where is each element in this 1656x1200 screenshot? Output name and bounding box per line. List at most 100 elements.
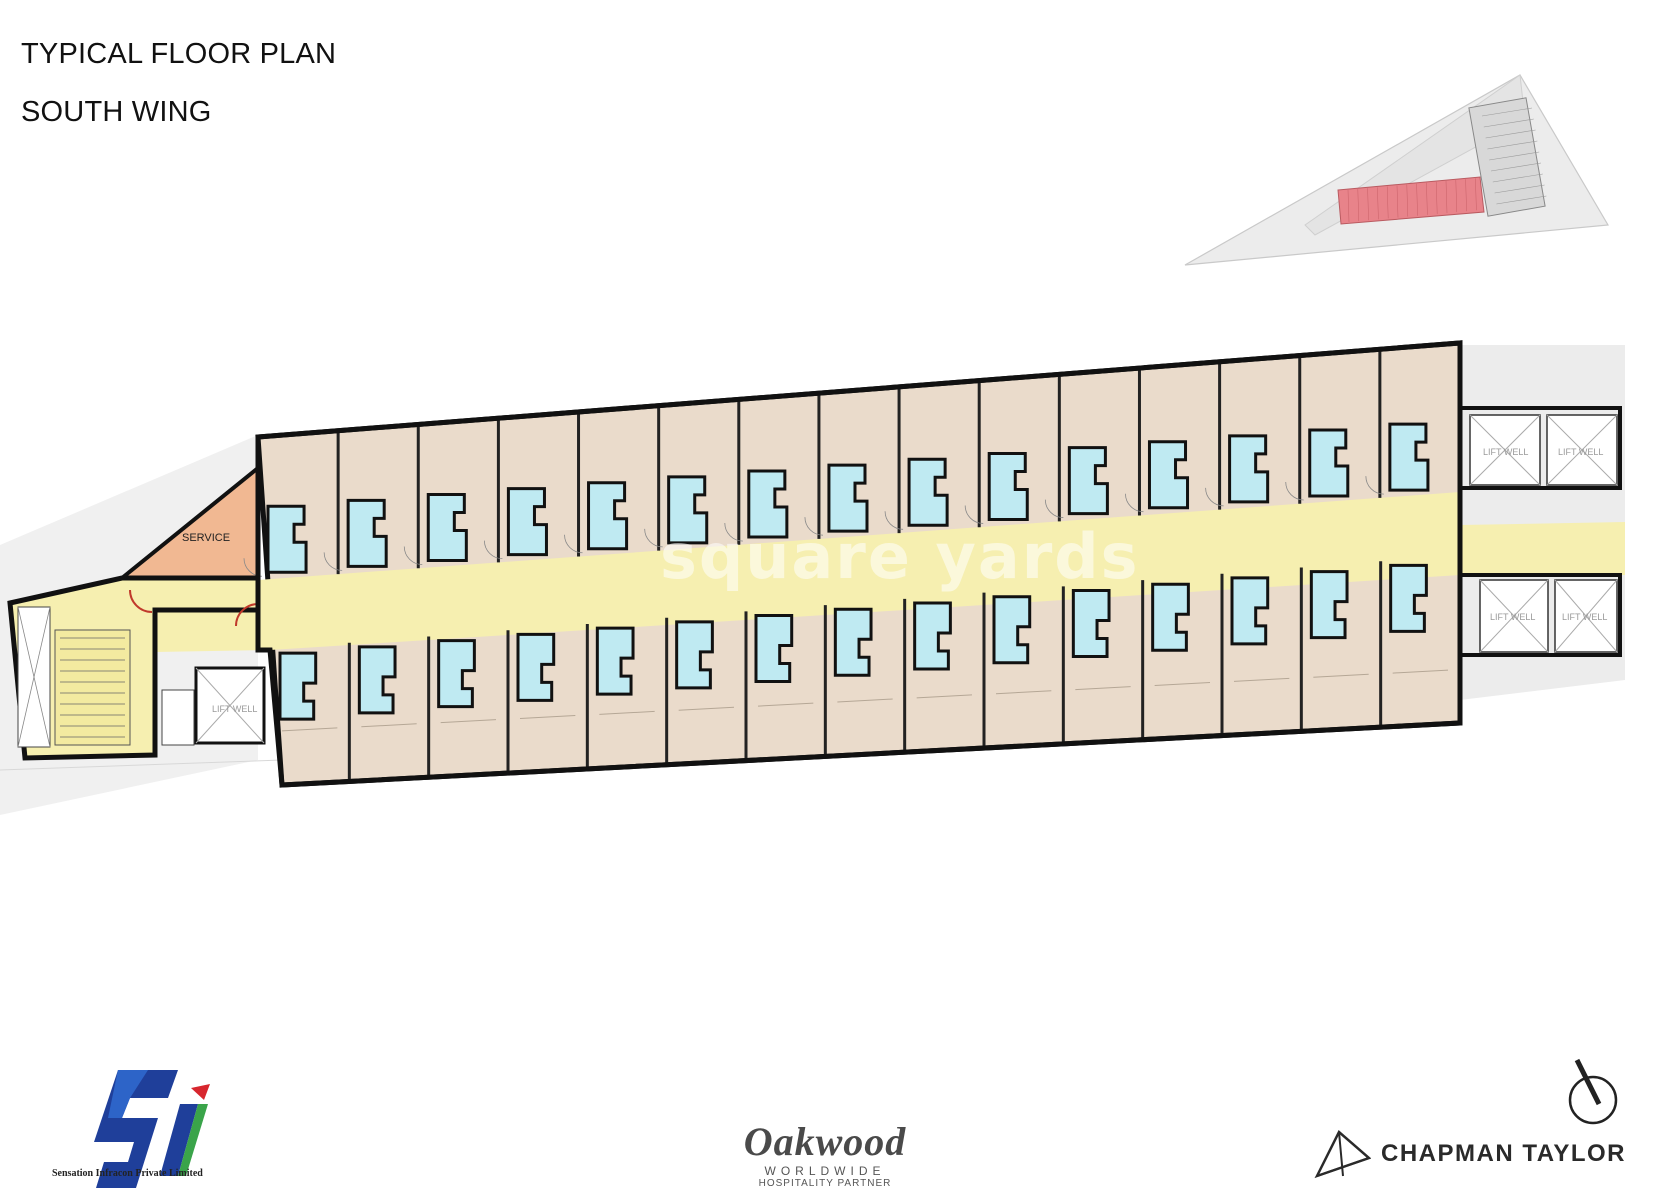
- key-plan-unit-line: [1485, 129, 1536, 139]
- door-arc-top-2: [323, 552, 343, 571]
- door-arc-top-9: [884, 511, 904, 530]
- developer-caption: Sensation Infracon Private Limited: [52, 1168, 203, 1179]
- bath-top-10: [987, 451, 1029, 521]
- partner-name: Oakwood: [743, 1119, 907, 1164]
- key-plan-unit-line: [1465, 179, 1467, 212]
- lift-label-east-1: LIFT WELL: [1483, 447, 1528, 457]
- door-arc-top-8: [804, 517, 823, 536]
- corridor-main: [258, 492, 1460, 650]
- bath-bottom-3: [437, 639, 476, 709]
- door-swing-2: [235, 603, 259, 627]
- chapman-taylor-logo-icon: [1314, 1130, 1371, 1179]
- window-line-4: [519, 715, 576, 720]
- bath-top-14: [1308, 428, 1350, 498]
- door-arc-top-15: [1365, 476, 1384, 495]
- key-plan-unit-line: [1489, 151, 1540, 161]
- bath-bottom-11: [1071, 588, 1111, 658]
- key-plan-unit-line: [1490, 162, 1542, 172]
- bath-top-5: [587, 481, 629, 551]
- key-plan-unit-line: [1445, 180, 1448, 214]
- key-plan-unit-line: [1494, 184, 1545, 194]
- window-line-7: [757, 702, 814, 707]
- key-plan-unit-line: [1396, 185, 1399, 218]
- page-title: TYPICAL FLOOR PLAN: [21, 38, 337, 70]
- bath-top-6: [667, 475, 709, 545]
- north-arrow-icon: [1568, 1058, 1618, 1125]
- oakwood-logo: Oakwood WORLDWIDE HOSPITALITY PARTNER: [700, 1119, 950, 1190]
- bath-top-9: [907, 457, 949, 527]
- bath-bottom-7: [754, 614, 794, 684]
- window-line-12: [1154, 681, 1211, 686]
- bath-bottom-5: [595, 626, 635, 696]
- door-arc-top-14: [1285, 481, 1304, 501]
- service-label: SERVICE: [182, 532, 230, 544]
- duct-west: [161, 689, 195, 746]
- key-plan-south-wing-highlight: [1337, 176, 1485, 225]
- window-line-3: [440, 719, 497, 724]
- partner-role: HOSPITALITY PARTNER: [758, 1178, 892, 1189]
- key-plan-unit-line: [1496, 195, 1547, 205]
- lift-label-east-4: LIFT WELL: [1562, 612, 1607, 622]
- bath-bottom-1: [278, 651, 318, 721]
- bath-bottom-12: [1151, 582, 1190, 652]
- bath-bottom-9: [913, 601, 952, 671]
- window-line-15: [1392, 669, 1449, 674]
- bath-top-7: [747, 469, 789, 539]
- key-plan-unit-line: [1481, 107, 1533, 117]
- lift-label-east-2: LIFT WELL: [1558, 447, 1603, 457]
- door-arc-top-10: [964, 505, 984, 524]
- lift-label-east-3: LIFT WELL: [1490, 612, 1535, 622]
- bath-top-13: [1228, 434, 1270, 504]
- window-line-10: [995, 690, 1052, 695]
- bath-top-15: [1388, 422, 1430, 492]
- door-arc-top-6: [644, 528, 663, 548]
- key-plan-unit-line: [1487, 140, 1538, 150]
- chapman-taylor-logo: CHAPMAN TAYLOR: [1313, 1128, 1626, 1180]
- key-plan: [1184, 74, 1609, 266]
- key-plan-unit-line: [1416, 183, 1418, 216]
- staircase: [54, 629, 131, 746]
- bath-bottom-15: [1389, 563, 1428, 633]
- lift-core-east: LIFT WELL LIFT WELL LIFT WELL LIFT WELL: [1458, 406, 1622, 657]
- key-plan-unit-line: [1455, 180, 1458, 213]
- door-arc-top-3: [403, 546, 423, 565]
- bath-bottom-8: [833, 607, 873, 677]
- key-plan-unit-line: [1367, 188, 1369, 221]
- key-plan-unit-line: [1377, 187, 1379, 220]
- door-swing-1: [129, 589, 153, 613]
- window-line-11: [1075, 686, 1131, 691]
- bath-bottom-10: [992, 595, 1032, 665]
- door-arc-top-11: [1044, 499, 1064, 518]
- partner-sub: WORLDWIDE: [764, 1164, 886, 1178]
- window-line-2: [361, 723, 417, 728]
- building-outline-top: [255, 340, 1463, 788]
- key-plan-unit-line: [1406, 184, 1409, 217]
- door-arc-top-4: [484, 540, 503, 560]
- key-plan-unit-line: [1347, 189, 1350, 223]
- bath-top-11: [1067, 446, 1109, 516]
- window-line-6: [678, 706, 735, 711]
- bath-bottom-13: [1230, 576, 1270, 646]
- bath-top-12: [1147, 440, 1190, 510]
- architect-name: CHAPMAN TAYLOR: [1381, 1140, 1627, 1167]
- window-line-13: [1233, 677, 1290, 682]
- window-line-14: [1313, 673, 1369, 678]
- key-plan-unit-line: [1426, 182, 1428, 215]
- window-line-5: [599, 710, 655, 715]
- bath-bottom-2: [357, 645, 397, 715]
- watermark: square yards: [660, 520, 1140, 593]
- bath-top-8: [827, 463, 869, 533]
- window-line-8: [837, 698, 893, 703]
- window-line-9: [916, 694, 973, 699]
- key-plan-unit-line: [1492, 173, 1543, 183]
- key-plan-unit-line: [1357, 189, 1360, 222]
- bath-top-1: [266, 504, 308, 574]
- si-logo-icon: [94, 1070, 210, 1188]
- key-plan-unit-line: [1483, 118, 1534, 128]
- bath-bottom-4: [516, 632, 556, 702]
- bath-top-3: [426, 493, 468, 563]
- bath-bottom-14: [1309, 570, 1349, 640]
- door-arc-top-5: [564, 534, 583, 554]
- key-plan-unit-line: [1386, 186, 1389, 219]
